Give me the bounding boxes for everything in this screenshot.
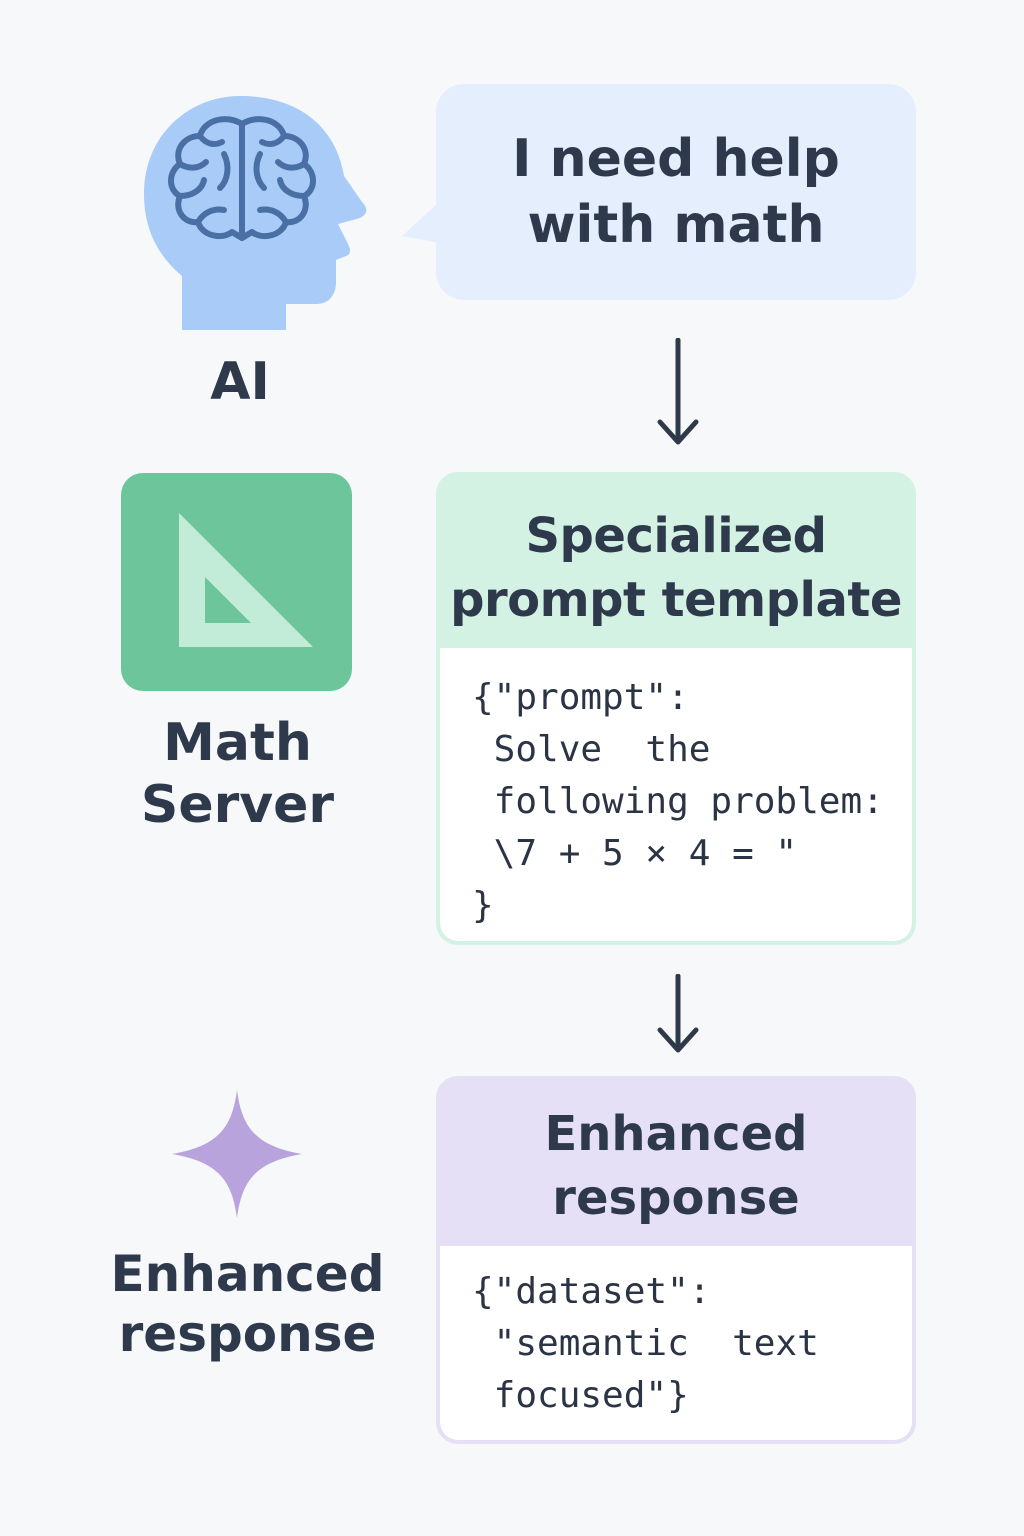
set-square-icon [121,473,352,691]
enhanced-response-card: Enhanced response {"dataset": "semantic … [436,1076,916,1444]
arrow-down-icon [656,337,700,448]
prompt-template-code: {"prompt": Solve the following problem: … [440,648,912,941]
server-label: Math Server [140,713,335,835]
agent-label: AI [210,352,270,412]
sparkle-icon [170,1088,304,1220]
arrow-down-icon [656,973,700,1056]
request-bubble: I need help with math [436,84,916,300]
prompt-template-title: Specialized prompt template [450,508,902,628]
speech-bubble-tail [402,196,446,244]
output-label: Enhanced response [110,1245,385,1363]
enhanced-response-code: {"dataset": "semantic text focused"} [440,1246,912,1440]
prompt-template-card: Specialized prompt template {"prompt": S… [436,472,916,945]
enhanced-response-title: Enhanced response [544,1106,808,1226]
brain-head-icon [140,84,370,334]
request-text: I need help with math [512,129,840,255]
